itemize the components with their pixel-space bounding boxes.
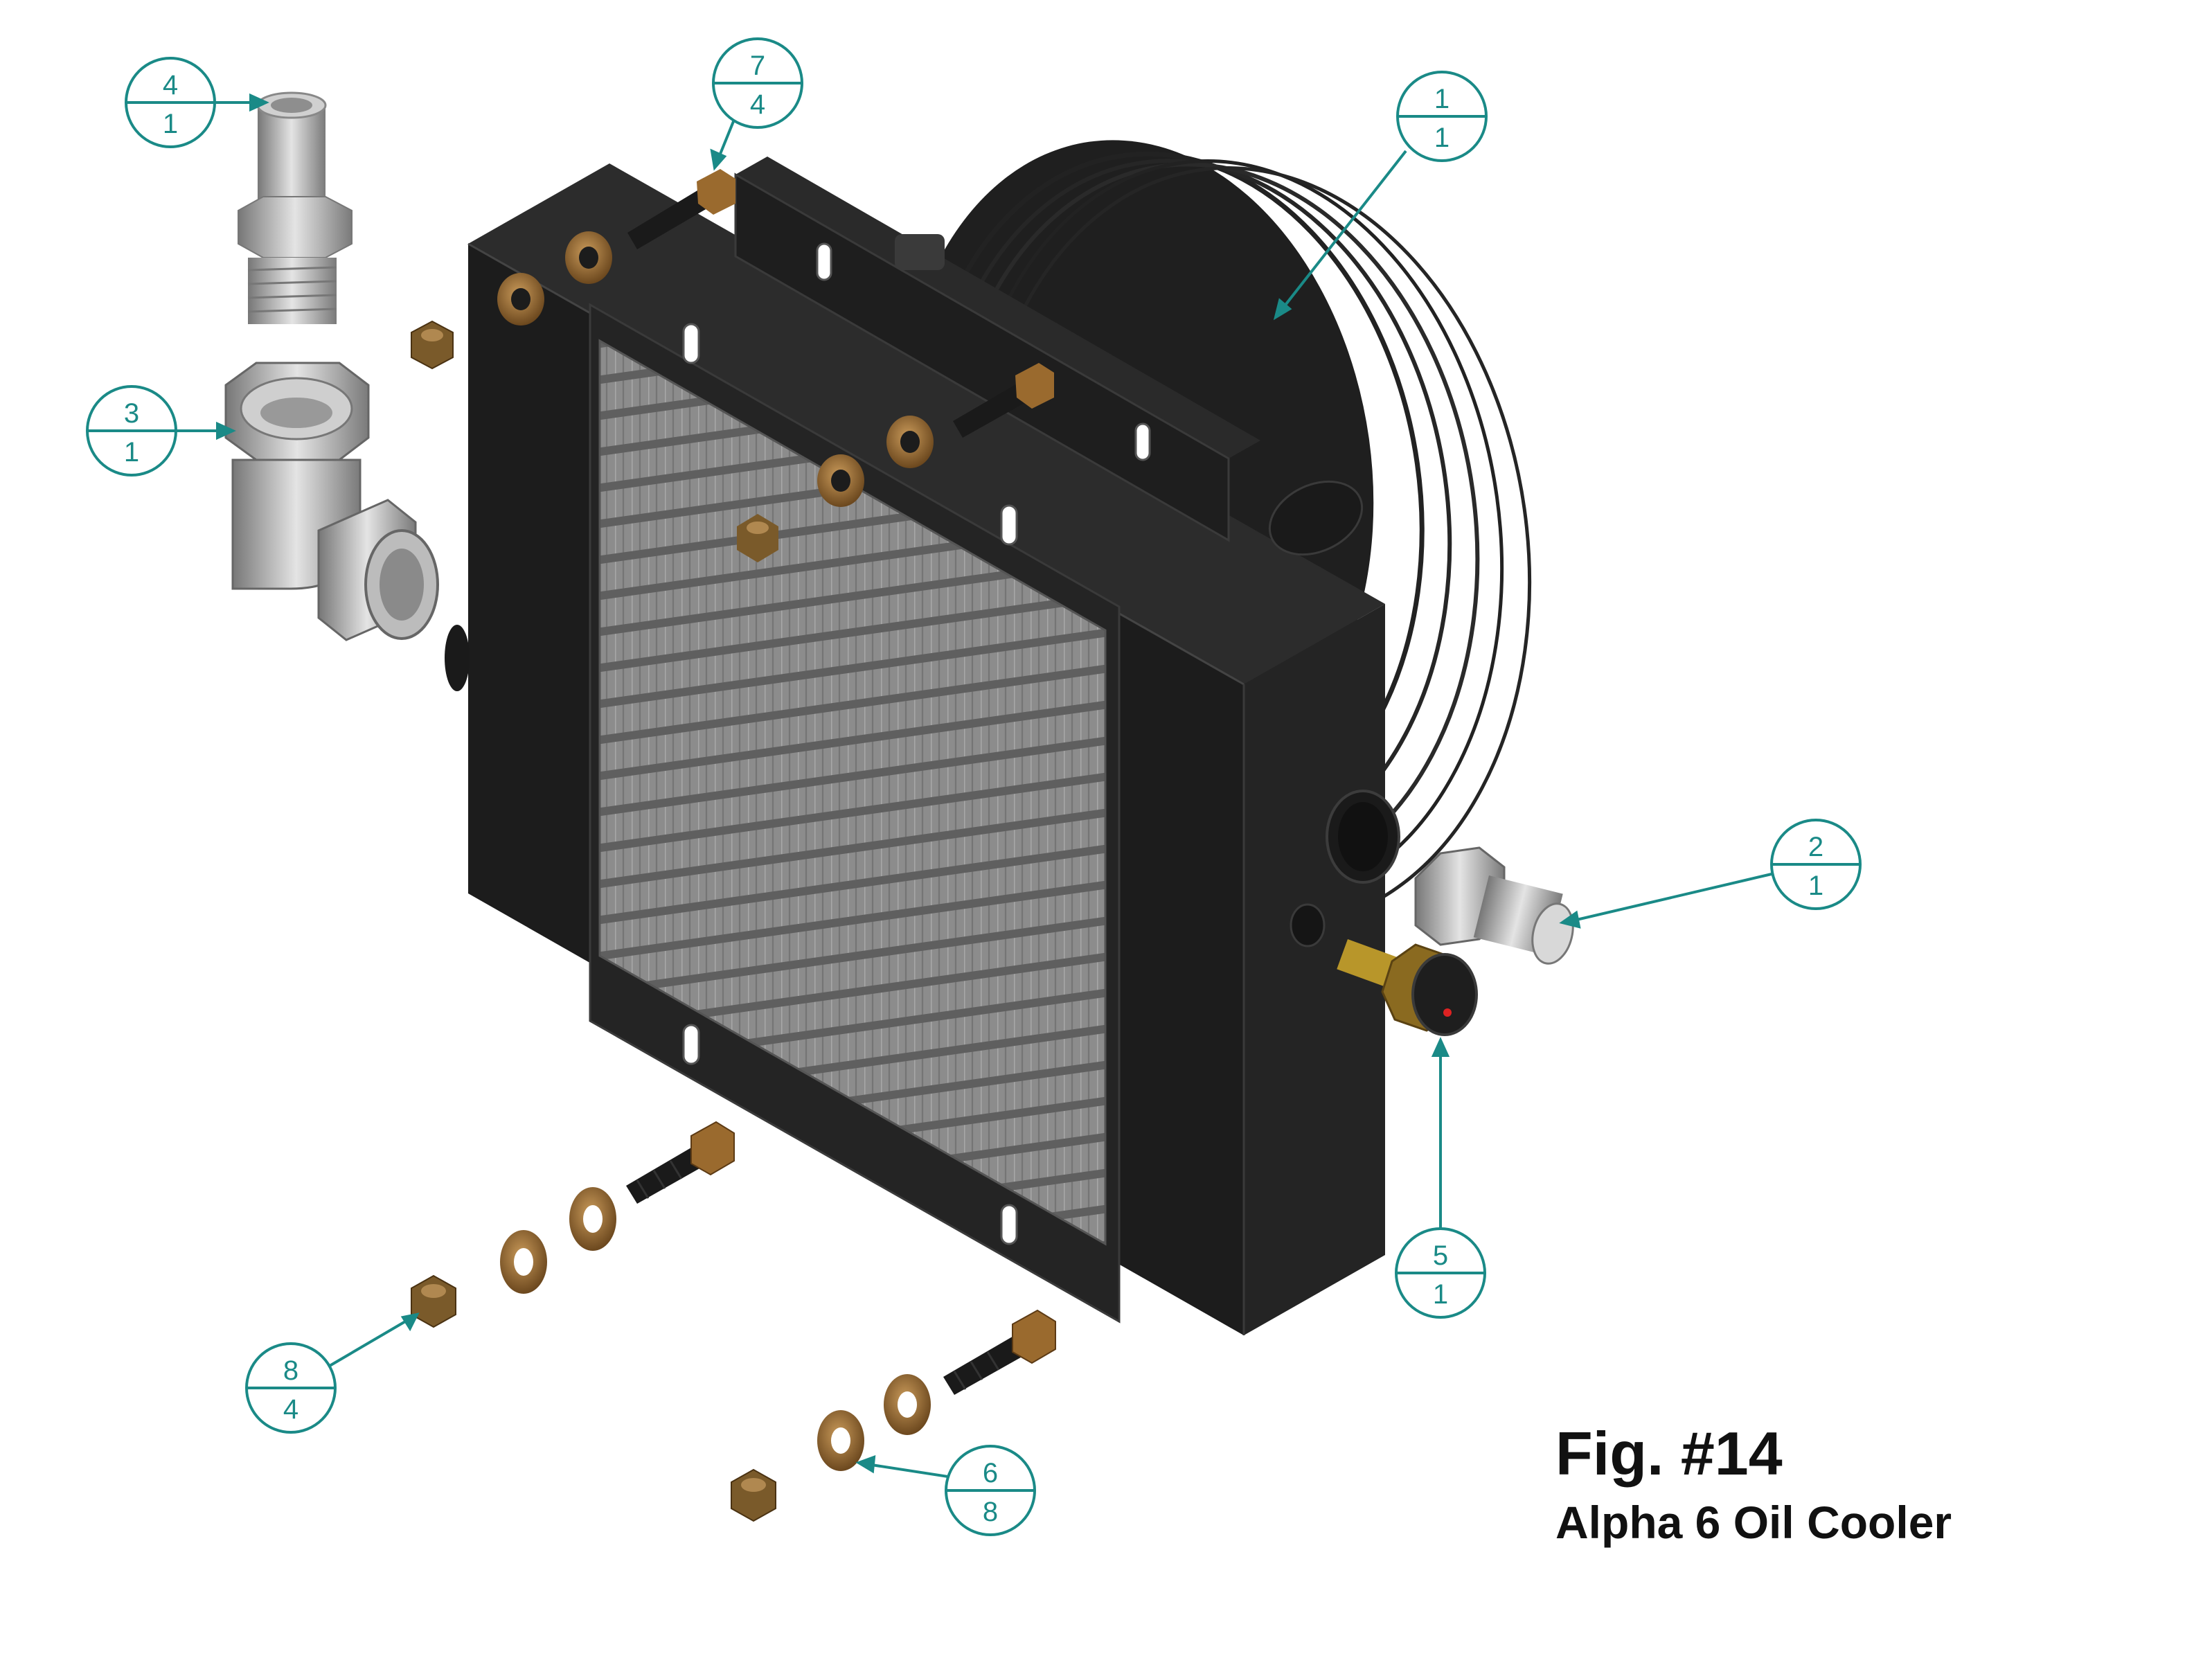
part-elbow-fitting xyxy=(224,362,439,641)
callout-quantity: 1 xyxy=(1433,1279,1448,1310)
callout-number: 5 xyxy=(1433,1240,1448,1271)
washer xyxy=(565,231,612,284)
stud-bolt xyxy=(627,169,735,249)
callout-quantity: 1 xyxy=(163,109,178,139)
washer xyxy=(817,454,864,507)
washer xyxy=(884,1374,931,1435)
loose-hardware xyxy=(411,320,1056,1522)
callout-balloon-2-1: 2 1 xyxy=(1770,819,1862,910)
callout-quantity: 4 xyxy=(283,1394,298,1425)
hex-nut xyxy=(731,1468,776,1522)
callout-number: 2 xyxy=(1808,832,1823,862)
callout-quantity: 4 xyxy=(750,89,765,120)
washer xyxy=(500,1230,547,1294)
radiator-core xyxy=(598,339,1107,1246)
part-hose-barb-fitting xyxy=(238,91,353,324)
callout-balloon-1-1: 1 1 xyxy=(1396,71,1488,162)
body-fasteners xyxy=(497,169,1054,562)
washer xyxy=(569,1187,616,1251)
callout-number: 4 xyxy=(163,70,178,100)
washer xyxy=(817,1410,864,1471)
stud-bolt xyxy=(953,363,1054,438)
washer xyxy=(886,416,934,468)
callout-number: 1 xyxy=(1434,84,1450,114)
callout-balloon-6-8: 6 8 xyxy=(945,1445,1036,1536)
callout-quantity: 1 xyxy=(1434,123,1450,153)
bolt xyxy=(943,1309,1056,1395)
figure-title: Alpha 6 Oil Cooler xyxy=(1555,1497,1952,1548)
callout-number: 6 xyxy=(983,1458,998,1488)
hex-nut xyxy=(411,320,454,370)
part-temperature-switch xyxy=(1337,939,1478,1036)
hex-nut xyxy=(737,514,778,562)
callout-balloon-5-1: 5 1 xyxy=(1395,1227,1486,1319)
callout-balloon-3-1: 3 1 xyxy=(86,385,177,477)
callout-quantity: 1 xyxy=(124,437,139,468)
part-straight-fitting xyxy=(1414,846,1574,965)
callout-balloon-8-4: 8 4 xyxy=(245,1342,337,1434)
callout-number: 7 xyxy=(750,51,765,81)
washer xyxy=(497,273,544,326)
hex-nut xyxy=(411,1274,456,1328)
callout-balloon-4-1: 4 1 xyxy=(125,57,216,148)
leader-lines xyxy=(176,93,1772,1482)
body-details xyxy=(445,234,1400,947)
bolt xyxy=(626,1121,735,1204)
callout-number: 3 xyxy=(124,398,139,429)
figure-label: Fig. #14 xyxy=(1555,1419,1783,1488)
callout-number: 8 xyxy=(283,1355,298,1386)
callout-quantity: 1 xyxy=(1808,871,1823,901)
callout-balloon-7-4: 7 4 xyxy=(712,37,803,129)
top-bracket xyxy=(734,157,1260,542)
callout-quantity: 8 xyxy=(983,1497,998,1527)
